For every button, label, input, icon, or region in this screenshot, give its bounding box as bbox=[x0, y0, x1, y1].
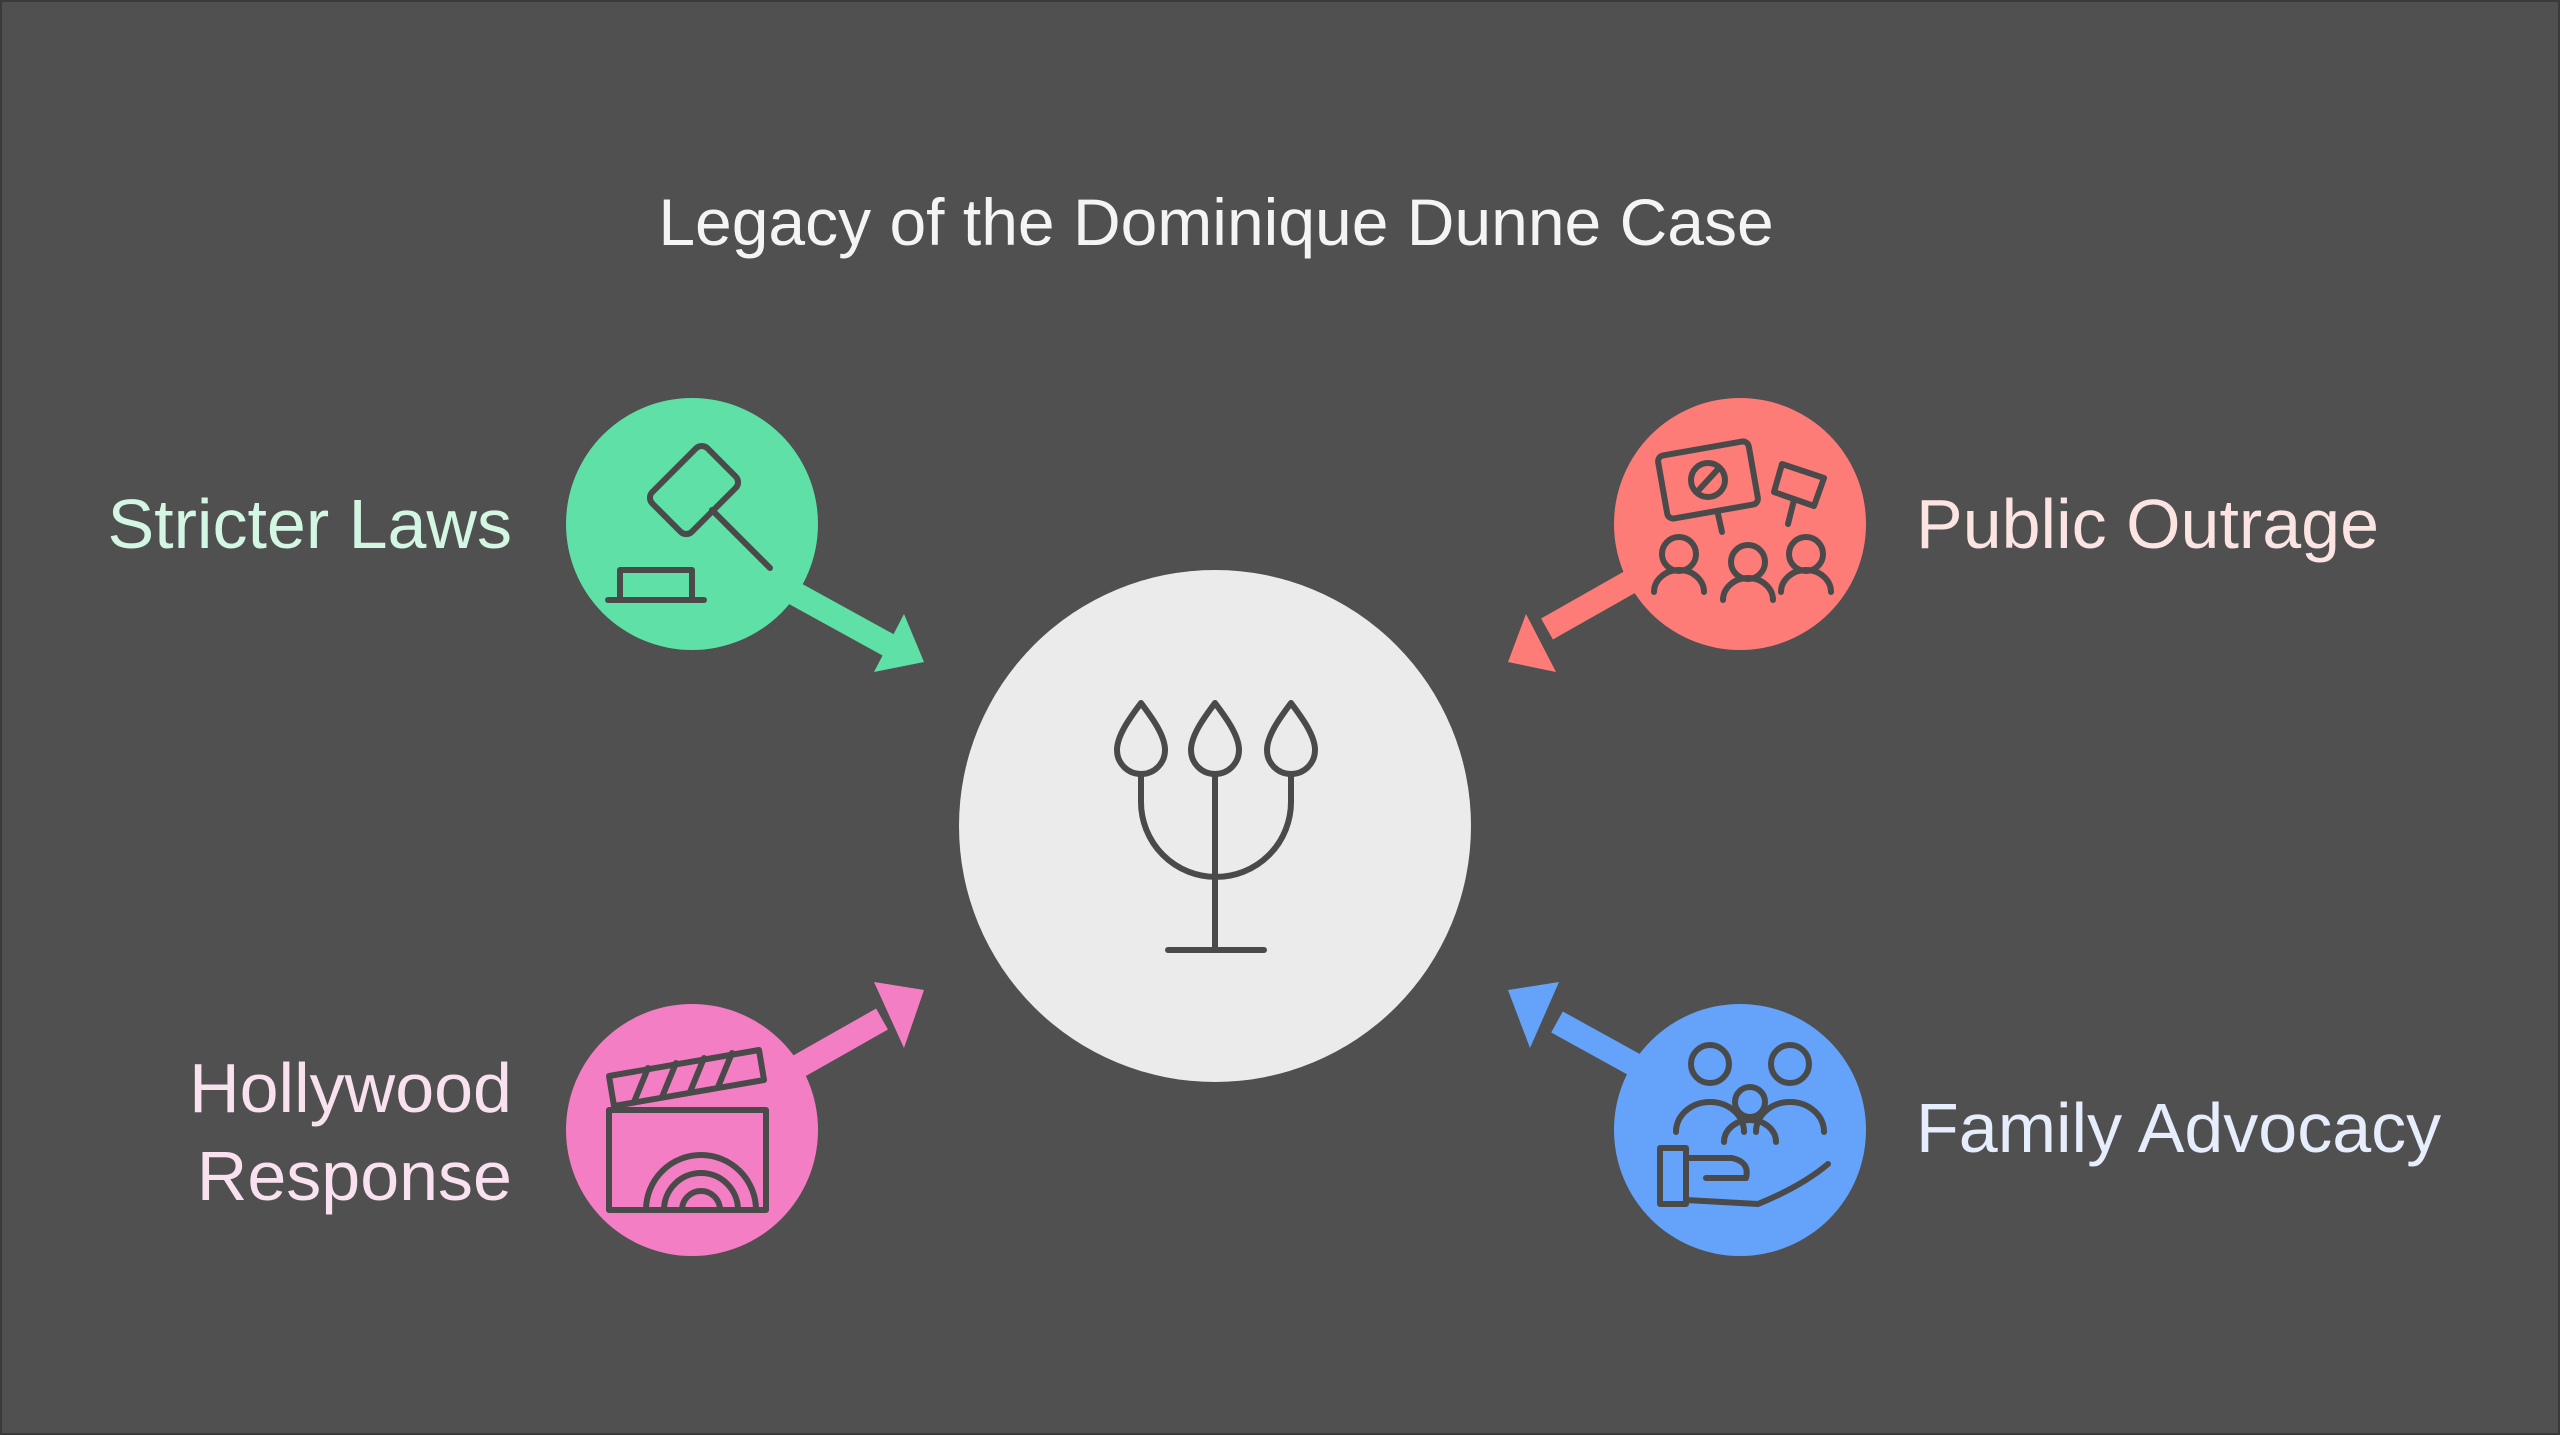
arrow-family-advocacy bbox=[1508, 982, 1650, 1081]
candelabra-icon bbox=[1114, 700, 1318, 953]
hollywood-response-label-line-2: Response bbox=[196, 1137, 512, 1215]
protest-crowd-icon bbox=[1651, 438, 1834, 603]
stricter-laws-circle bbox=[566, 398, 818, 650]
family-advocacy-label: Family Advocacy bbox=[1916, 1089, 2442, 1167]
family-support-icon bbox=[1657, 1042, 1831, 1207]
hollywood-response-label: Hollywood Response bbox=[189, 1044, 512, 1220]
hollywood-response-label-line-1: Hollywood bbox=[189, 1049, 512, 1127]
family-advocacy-circle bbox=[1614, 1004, 1866, 1256]
arrow-stricter-laws bbox=[786, 581, 924, 672]
arrow-public-outrage bbox=[1508, 563, 1650, 672]
hollywood-response-circle bbox=[566, 1004, 818, 1256]
public-outrage-label: Public Outrage bbox=[1916, 485, 2380, 563]
stricter-laws-label: Stricter Laws bbox=[107, 485, 512, 563]
arrow-hollywood-response bbox=[786, 982, 924, 1081]
diagram-title: Legacy of the Dominique Dunne Case bbox=[658, 185, 1774, 259]
clapperboard-icon bbox=[606, 1047, 769, 1213]
gavel-icon bbox=[605, 442, 773, 603]
public-outrage-circle bbox=[1614, 398, 1866, 650]
